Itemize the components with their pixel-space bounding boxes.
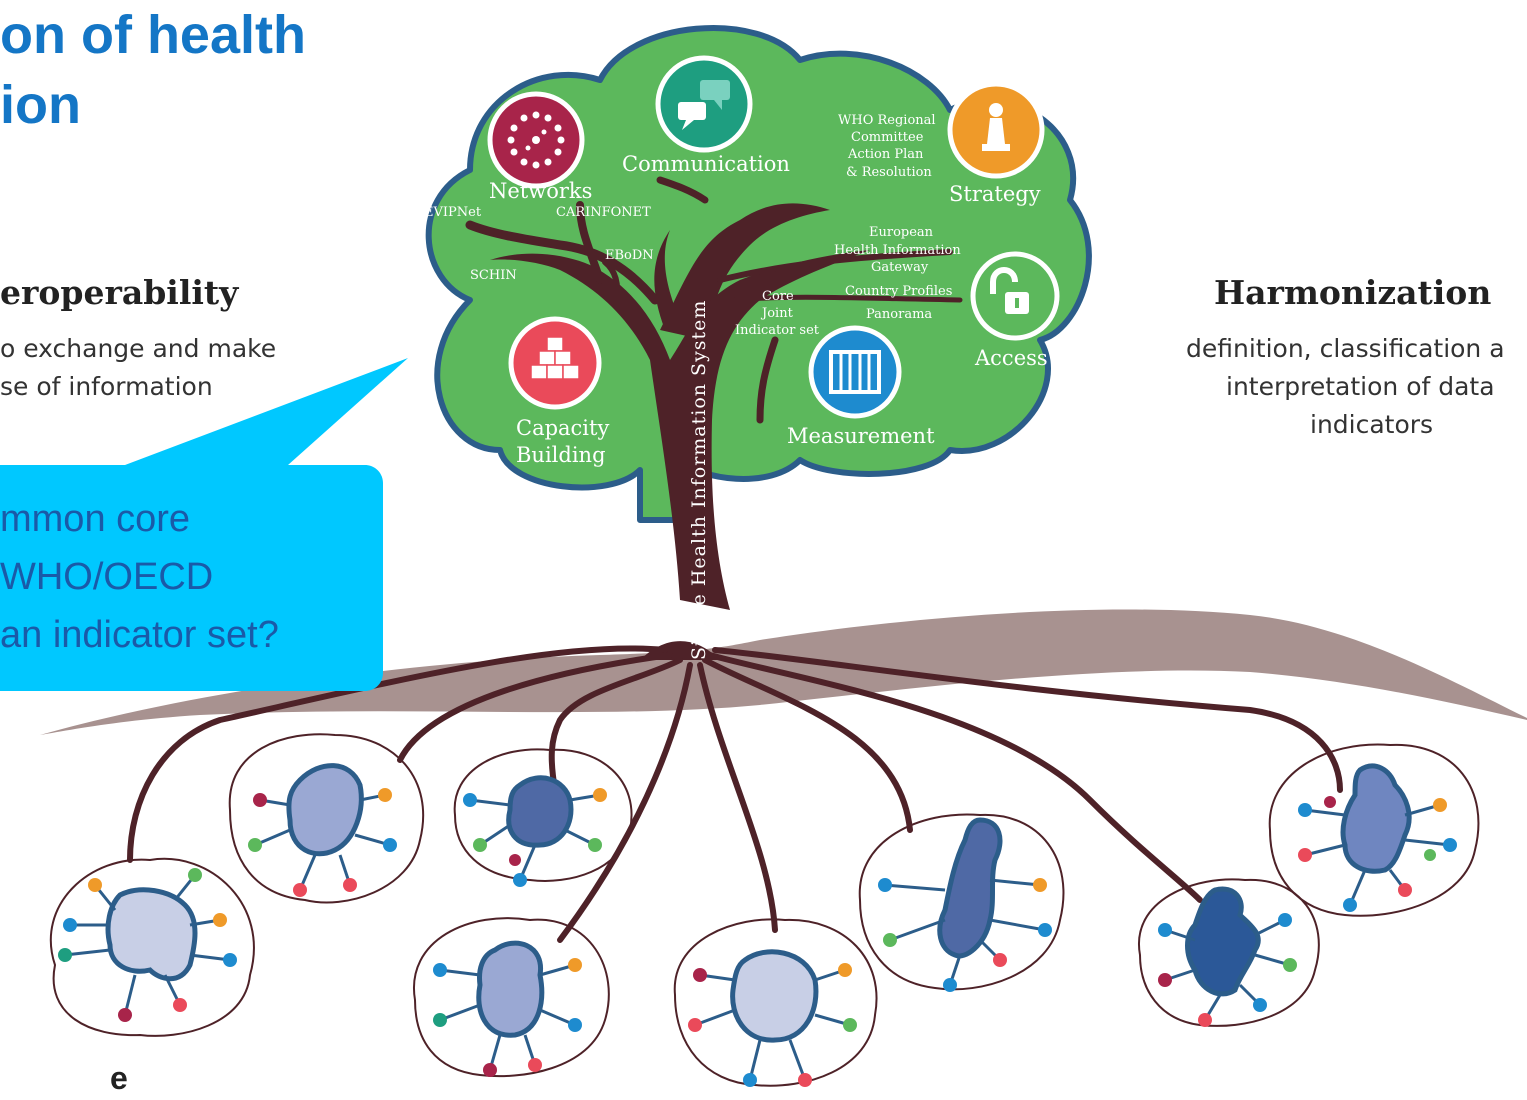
tree-roots [127, 645, 1343, 943]
communication-icon [655, 55, 753, 153]
who-rc-line-4: & Resolution [846, 165, 932, 180]
capacity-building-icon [508, 316, 602, 410]
trunk-label: Single Health Information System [688, 300, 710, 660]
country-cluster-1 [49, 857, 255, 1037]
measurement-label: Measurement [787, 424, 935, 448]
callout-line-2: WHO/OECD [0, 556, 214, 598]
title-line-1: on of health [0, 5, 306, 65]
callout-bubble [0, 358, 408, 691]
who-rc-line-1: WHO Regional [838, 113, 936, 128]
networks-label: Networks [489, 179, 592, 203]
country-profiles-label: Country Profiles [845, 284, 952, 299]
interoperability-desc-line-1: o exchange and make [0, 334, 277, 363]
country-cluster-7 [1137, 878, 1320, 1027]
schin-label: SCHIN [470, 268, 517, 283]
interoperability-description: o exchange and make se of information [0, 330, 276, 406]
ebodn-label: EBoDN [605, 248, 654, 263]
strategy-icon [947, 81, 1045, 179]
capacity-label-line-2: Building [516, 443, 606, 467]
ehig-line-2: Health Information [834, 243, 961, 258]
carinfonet-label: CARINFONET [556, 205, 651, 220]
harmonization-desc-line-1: definition, classification a [1186, 334, 1505, 363]
who-rc-line-3: Action Plan [847, 147, 924, 162]
callout-line-1: mmon core [0, 498, 191, 540]
harmonization-desc-line-3: indicators [1310, 410, 1434, 439]
harmonization-heading: Harmonization [1214, 273, 1492, 312]
harmonization-desc-line-2: interpretation of data [1226, 372, 1495, 401]
communication-label: Communication [622, 152, 790, 176]
access-icon [970, 251, 1060, 341]
ehig-line-1: European [869, 225, 934, 240]
measurement-icon [808, 325, 902, 419]
title-line-2: ion [0, 75, 81, 135]
networks-icon [487, 91, 585, 189]
who-rc-line-2: Committee [851, 130, 924, 145]
country-cluster-2 [228, 733, 425, 904]
footer-fragment: e [110, 1060, 128, 1096]
interoperability-desc-line-2: se of information [0, 372, 213, 401]
country-cluster-3 [453, 748, 633, 887]
panorama-label: Panorama [866, 307, 932, 322]
slide-title: on of health ion [0, 0, 306, 140]
core-joint-line-2: Joint [760, 306, 794, 321]
ehig-line-3: Gateway [871, 260, 929, 275]
access-label: Access [974, 346, 1048, 370]
core-joint-line-1: Core [762, 289, 794, 304]
tree-trunk [465, 176, 963, 660]
callout-text: mmon core WHO/OECD an indicator set? [0, 490, 279, 664]
capacity-label-line-1: Capacity [516, 416, 609, 440]
evipnet-label: EVIPNet [424, 205, 482, 220]
core-joint-line-3: Indicator set [735, 323, 820, 338]
strategy-label: Strategy [949, 182, 1041, 206]
country-cluster-4 [412, 917, 610, 1078]
harmonization-description: definition, classification a interpretat… [1186, 330, 1527, 444]
country-cluster-8 [1268, 743, 1480, 917]
callout-line-3: an indicator set? [0, 614, 279, 656]
country-cluster-5 [673, 918, 878, 1087]
interoperability-heading: eroperability [0, 273, 239, 312]
country-cluster-6 [858, 813, 1065, 992]
